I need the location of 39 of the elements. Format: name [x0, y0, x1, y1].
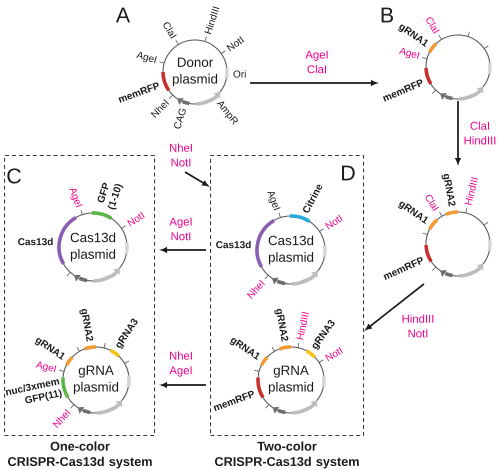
site-label: NotI [226, 36, 244, 52]
gene-label: nuc/3xmem GFP(11) [6, 379, 62, 404]
edge-label: AgeI NotI [169, 218, 192, 240]
feature-label: CAG [174, 108, 186, 129]
site-label: AgeI [398, 48, 420, 59]
gene-label: Cas13d [216, 240, 251, 248]
site-label: ClaI [426, 194, 440, 212]
panel-letter: A [116, 8, 130, 22]
edge-label: NheI NotI [170, 144, 192, 166]
arrow [161, 382, 206, 388]
site-label: AgeI [69, 188, 82, 208]
site-label: NotI [127, 212, 145, 226]
site-label: HindIII [204, 6, 220, 34]
panel-letter: B [382, 8, 393, 22]
arrow [161, 247, 206, 253]
site-label: AgeI [267, 192, 280, 210]
panel-letter: D [342, 166, 355, 180]
edge-label: ClaI HindIII [464, 121, 496, 144]
gene-label: Cas13d [18, 238, 53, 246]
panel-letter: C [7, 168, 21, 184]
gene-label: gRNA2 [442, 174, 456, 207]
feature-label: Ori [234, 70, 246, 78]
gene-label: gRNA2 [274, 308, 288, 342]
arrow [366, 283, 425, 330]
site-label: AgeI [36, 361, 56, 372]
arrow [455, 101, 461, 164]
panel-title: Two-color CRISPR-Cas13d system [215, 441, 359, 469]
gene-label: gRNA2 [79, 308, 94, 342]
edge-label: HindIII NotI [402, 314, 434, 338]
site-label: NotI [325, 214, 343, 230]
arrow [250, 80, 377, 86]
site-label: HindIII [296, 312, 309, 340]
arrow [184, 171, 208, 186]
gene-label: GFP (1-10) [98, 182, 124, 210]
site-label: AgeI [136, 52, 157, 64]
site-label: HindIII [464, 177, 478, 206]
edge-label: AgeI ClaI [305, 50, 328, 74]
panel-title: One-color CRISPR-Cas13d system [8, 441, 152, 469]
edge-label: NheI AgeI [169, 351, 192, 377]
